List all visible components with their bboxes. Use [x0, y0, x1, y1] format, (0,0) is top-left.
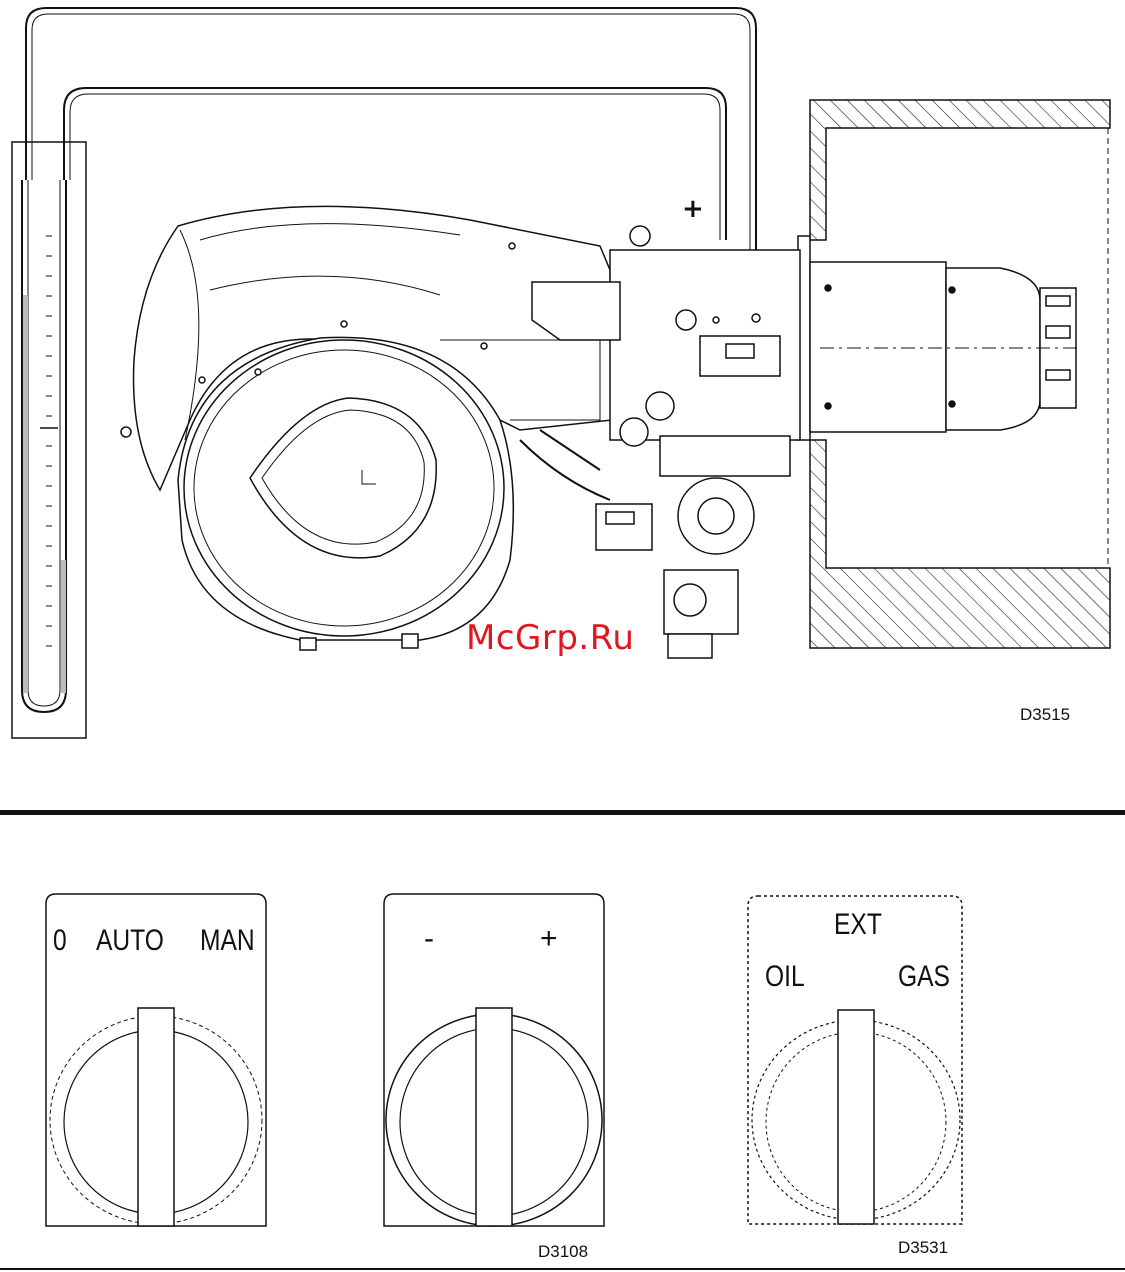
- switch-3-code: D3531: [898, 1238, 948, 1258]
- switch-2-label-minus: -: [424, 922, 434, 956]
- selector-switches: [0, 810, 1125, 1270]
- burner-body: [121, 206, 612, 650]
- switch-1-label-man: MAN: [200, 924, 255, 958]
- switch-1-label-0: 0: [53, 924, 67, 958]
- plus-sign: +: [682, 194, 704, 224]
- figure-code-top: D3515: [1020, 705, 1070, 725]
- manometer-scale: [40, 236, 58, 646]
- valve-assembly: [520, 226, 800, 658]
- switch-3-label-oil: OIL: [765, 960, 805, 994]
- watermark: McGrp.Ru: [466, 618, 634, 658]
- switch-2-label-plus: +: [540, 922, 558, 956]
- blast-tube: [798, 236, 1082, 440]
- switch-3-label-ext: EXT: [834, 908, 882, 942]
- switch-1-label-auto: AUTO: [96, 924, 164, 958]
- switch-3-knob: [838, 1010, 874, 1224]
- switch-2-code: D3108: [538, 1242, 588, 1262]
- switch-2-panel: [384, 894, 604, 1226]
- switch-3-label-gas: GAS: [898, 960, 950, 994]
